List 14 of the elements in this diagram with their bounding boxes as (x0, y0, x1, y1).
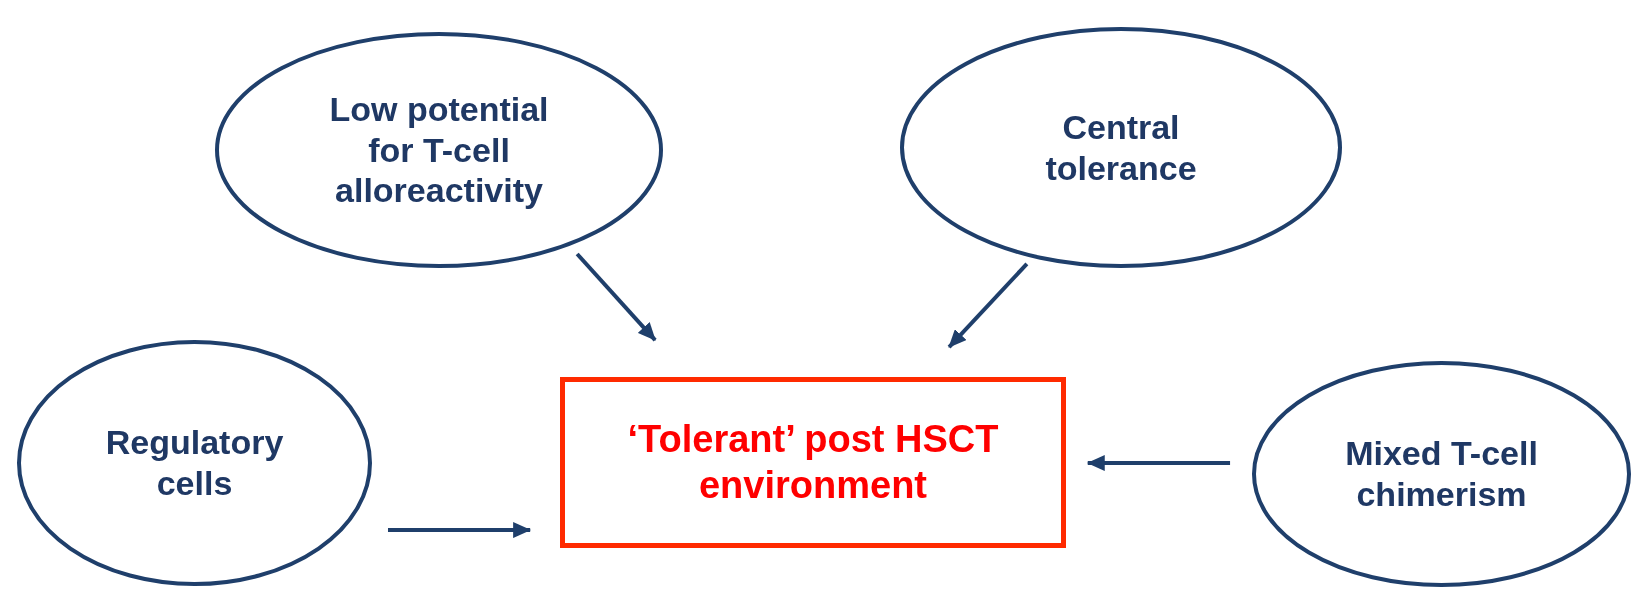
node-label: Regulatory cells (104, 422, 285, 504)
factor-ellipse (899, 26, 1343, 269)
node-label: ‘Tolerant’ post HSCT environment (626, 416, 1000, 508)
factor-ellipse (16, 339, 373, 587)
arrow (947, 262, 1029, 349)
outcome-box (560, 377, 1066, 548)
node-label: Mixed T-cell chimerism (1344, 433, 1539, 515)
arrow (1086, 455, 1231, 471)
arrow (575, 252, 657, 342)
factor-ellipse (214, 31, 664, 269)
arrow (388, 522, 532, 539)
node-label: Central tolerance (1044, 106, 1198, 189)
node-label: Low potential for T-cell alloreactivity (328, 88, 550, 212)
factor-ellipse (1251, 360, 1632, 588)
